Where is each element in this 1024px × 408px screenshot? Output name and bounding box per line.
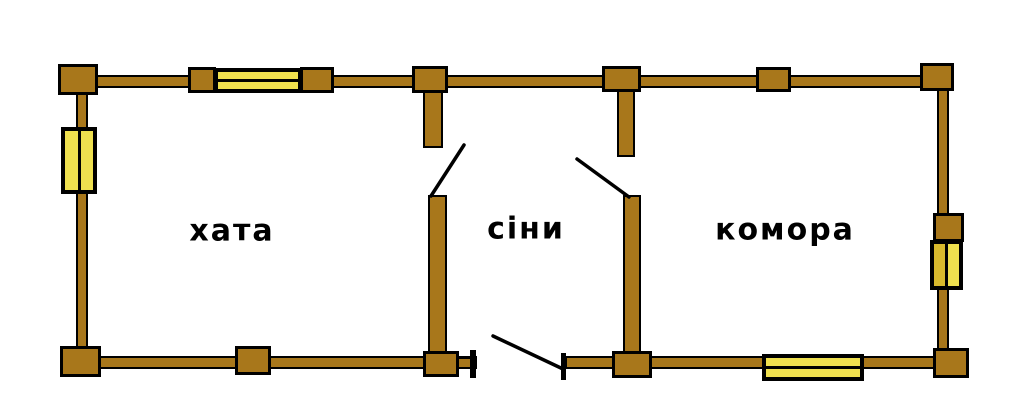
partition1-lower-beam — [428, 195, 447, 356]
corner-post-top-left — [58, 64, 98, 95]
window-right-wall — [930, 240, 963, 290]
door-swing-sini-exterior — [491, 334, 565, 371]
room-label-khata: хата — [189, 213, 275, 249]
partition2-top-stub — [617, 90, 635, 157]
partition1-top-stub — [423, 90, 443, 148]
window-pane — [218, 72, 298, 79]
window-pane — [948, 244, 959, 286]
window-left-wall — [61, 127, 97, 194]
window-pane — [766, 358, 860, 366]
door-jamb-tick-left — [470, 350, 476, 378]
window-pane — [80, 131, 93, 190]
partition1-bottom-post — [423, 351, 459, 377]
window-divider — [218, 79, 298, 82]
window-divider — [945, 244, 948, 286]
top-post-1 — [188, 67, 216, 93]
door-jamb-tick-right — [561, 353, 566, 380]
partition2-bottom-post — [612, 351, 652, 378]
partition2-top-post — [602, 66, 641, 92]
room-label-komora: комора — [715, 212, 855, 248]
corner-post-bottom-left — [60, 346, 101, 377]
corner-post-bottom-right — [933, 348, 969, 378]
door-swing-sini-komora — [575, 157, 631, 199]
partition2-lower-beam — [623, 195, 641, 356]
bottom-post-1 — [235, 346, 271, 375]
window-divider — [77, 131, 81, 190]
window-pane — [934, 244, 945, 286]
window-top-wall — [214, 68, 302, 93]
window-bottom-wall — [762, 354, 864, 381]
door-swing-khata-sini — [429, 143, 466, 198]
partition1-top-post — [412, 66, 448, 93]
right-wall-post — [933, 213, 964, 242]
corner-post-top-right — [920, 63, 954, 91]
window-pane — [65, 131, 78, 190]
top-post-2 — [300, 67, 334, 93]
top-post-3 — [756, 67, 791, 92]
window-divider — [766, 366, 860, 369]
room-label-sini: сіни — [487, 211, 565, 247]
window-pane — [218, 82, 298, 89]
window-pane — [766, 369, 860, 377]
